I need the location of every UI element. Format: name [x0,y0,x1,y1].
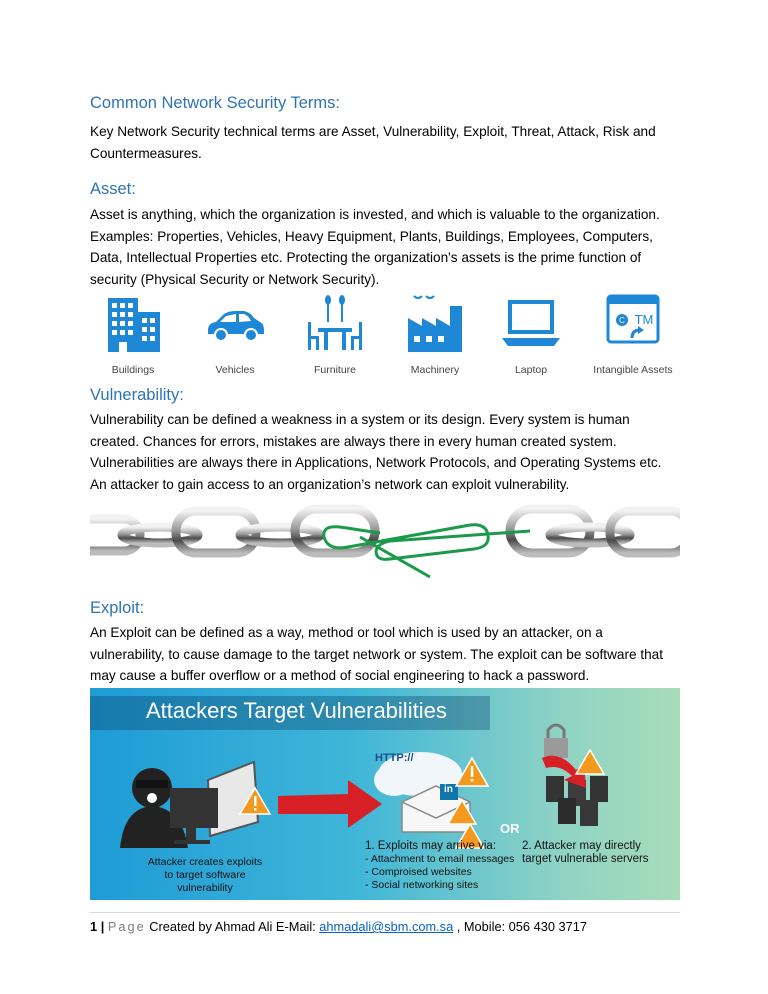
page-label: Page [107,919,146,934]
exploits-item-2: - Comproised websites [365,866,472,878]
linkedin-label: in [444,784,453,795]
page-footer: 1 | Page Created by Ahmad Ali E-Mail: ah… [90,919,587,934]
attacker-caption-line-1: Attacker creates exploits [147,856,263,868]
laptop-icon [502,300,560,346]
vulnerability-paragraph: Vulnerability can be defined a weakness … [90,412,662,492]
intangible-assets-asset: C TM Intangible Assets [588,292,678,382]
laptop-label: Laptop [514,364,548,376]
attackers-target-vulnerabilities-image: Attackers Target Vulnerabilities [90,688,680,900]
buildings-label: Buildings [111,364,155,376]
machinery-asset: Machinery [390,292,480,382]
attacker-caption: Attacker creates exploits to target soft… [130,856,280,895]
asset-heading: Asset: [90,180,136,198]
footer-mobile: , Mobile: 056 430 3717 [456,919,587,934]
banner-title: Attackers Target Vulnerabilities [146,698,447,723]
copyright-mark: C [619,316,625,325]
direct-attack-line-2: target vulnerable servers [522,853,649,865]
banner-title-bar [90,696,490,730]
exploits-item-3: - Social networking sites [365,879,479,891]
direct-attack-caption: 2. Attacker may directly target vulnerab… [522,840,680,866]
footer-created-by: Created by Ahmad Ali E-Mail: [149,919,316,934]
exploits-heading: 1. Exploits may arrive via: [365,840,497,852]
furniture-asset: Furniture [290,292,380,382]
laptop-asset: Laptop [486,292,576,382]
footer-rule [90,912,680,913]
exploits-caption: 1. Exploits may arrive via: - Attachment… [365,840,525,892]
direct-attack-line-1: 2. Attacker may directly [522,840,641,852]
buildings-icon [108,298,160,352]
asset-paragraph: Asset is anything, which the organizatio… [90,207,660,287]
attacker-illustration [120,723,608,849]
furniture-icon [308,295,362,350]
factory-icon [408,295,462,352]
attacker-caption-line-2: to target software [164,869,246,881]
trademark-mark: TM [635,312,654,327]
broken-chain-image [90,504,680,579]
exploit-paragraph: An Exploit can be defined as a way, meth… [90,625,664,683]
exploit-heading: Exploit: [90,599,145,617]
server-icon [546,776,608,826]
vehicles-label: Vehicles [215,364,255,376]
car-icon [208,311,264,342]
footer-separator: | [100,919,105,934]
machinery-label: Machinery [410,364,460,376]
footer-email-link[interactable]: ahmadali@sbm.com.sa [319,919,454,934]
http-label: HTTP:// [375,752,414,764]
vulnerability-heading: Vulnerability: [90,386,184,404]
attacker-caption-line-3: vulnerability [177,882,233,894]
buildings-asset: Buildings [88,292,178,382]
intro-paragraph: Key Network Security technical terms are… [90,124,656,161]
intangible-assets-label: Intangible Assets [593,364,673,376]
vehicles-asset: Vehicles [190,292,280,382]
or-label: OR [500,821,520,836]
main-heading: Common Network Security Terms: [90,94,341,112]
intangible-assets-icon: C TM [606,294,660,344]
exploits-item-1: - Attachment to email messages [365,853,515,865]
furniture-label: Furniture [313,364,356,376]
asset-icons-figure: Buildings Vehicles [90,292,680,382]
page-number: 1 [90,919,98,934]
